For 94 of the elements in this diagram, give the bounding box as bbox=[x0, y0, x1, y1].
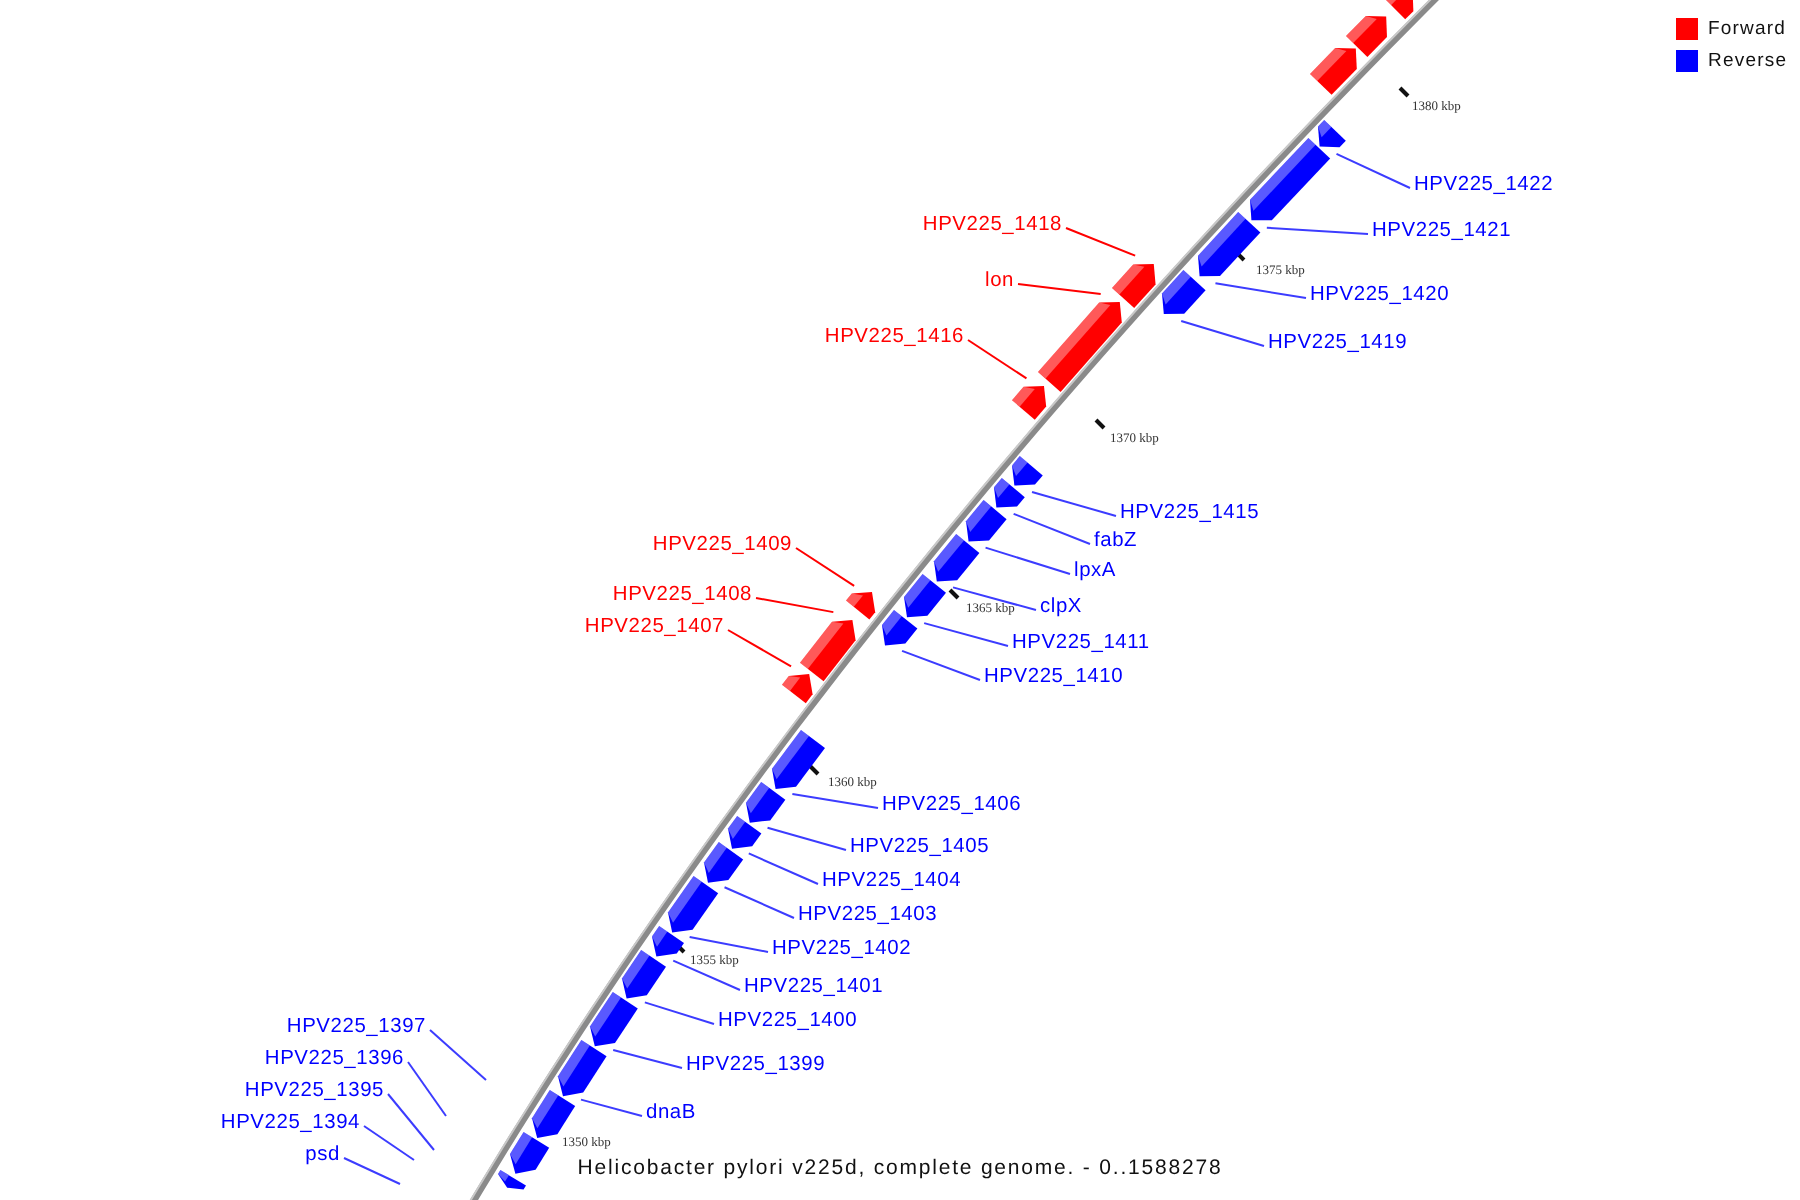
gene-label: HPV225_1404 bbox=[822, 868, 962, 896]
gene-label: fabZ bbox=[1094, 528, 1138, 556]
gene-feature bbox=[799, 619, 856, 681]
gene-label: HPV225_1407 bbox=[584, 614, 724, 642]
gene-label: HPV225_1401 bbox=[744, 974, 884, 1002]
gene-feature bbox=[590, 991, 639, 1046]
gene-label: HPV225_1400 bbox=[718, 1008, 858, 1036]
gene-feature bbox=[1346, 16, 1389, 58]
gene-feature bbox=[846, 592, 876, 621]
gene-feature bbox=[1197, 212, 1260, 277]
leader-line bbox=[766, 826, 847, 851]
gene-feature bbox=[1012, 455, 1044, 486]
gene-feature bbox=[881, 609, 918, 646]
leader-line bbox=[755, 597, 835, 614]
gene-feature bbox=[558, 1039, 608, 1096]
gene-feature bbox=[1384, 0, 1414, 20]
leader-line bbox=[1017, 283, 1102, 296]
leader-line bbox=[387, 1093, 435, 1151]
leader-line bbox=[343, 1157, 401, 1185]
leader-line bbox=[747, 852, 819, 885]
caption: Helicobacter pylori v225d, complete genome. - 0..1588278 bbox=[577, 1156, 1223, 1180]
gene-label: HPV225_1419 bbox=[1268, 330, 1408, 358]
gene-label: psd bbox=[305, 1142, 340, 1170]
gene-feature bbox=[497, 1169, 526, 1189]
leader-line bbox=[407, 1061, 447, 1117]
leader-line bbox=[580, 1098, 643, 1117]
leader-line bbox=[791, 793, 879, 809]
gene-label: HPV225_1396 bbox=[264, 1046, 404, 1074]
gene-label: dnaB bbox=[646, 1100, 696, 1128]
gene-feature bbox=[994, 477, 1025, 508]
gene-feature bbox=[1249, 138, 1330, 221]
leader-line bbox=[952, 586, 1037, 611]
gene-feature bbox=[933, 533, 979, 582]
legend-label: Reverse bbox=[1708, 50, 1788, 72]
leader-line bbox=[1180, 320, 1265, 347]
leader-line bbox=[967, 339, 1028, 380]
leader-line bbox=[1335, 152, 1411, 189]
gene-feature bbox=[703, 841, 743, 883]
leader-line bbox=[1265, 226, 1369, 235]
leader-line bbox=[1031, 490, 1117, 517]
gene-feature bbox=[782, 673, 814, 703]
gene-feature bbox=[622, 949, 667, 998]
gene-label: HPV225_1402 bbox=[772, 936, 912, 964]
gene-label: HPV225_1406 bbox=[882, 792, 1022, 820]
gene-feature bbox=[1318, 120, 1347, 148]
leader-line bbox=[727, 629, 793, 668]
gene-feature bbox=[746, 781, 786, 823]
leader-line bbox=[612, 1049, 683, 1069]
gene-label: HPV225_1411 bbox=[1012, 630, 1150, 658]
gene-feature bbox=[531, 1089, 575, 1138]
gene-feature bbox=[668, 875, 719, 933]
gene-feature bbox=[771, 729, 825, 789]
gene-label: HPV225_1410 bbox=[984, 664, 1124, 692]
gene-label: HPV225_1409 bbox=[652, 532, 792, 560]
leader-line bbox=[688, 935, 769, 953]
gene-feature bbox=[1111, 263, 1155, 308]
gene-label: clpX bbox=[1040, 594, 1083, 622]
leader-line bbox=[1065, 227, 1137, 257]
gene-label: lon bbox=[985, 268, 1014, 296]
gene-feature bbox=[1162, 270, 1207, 315]
gene-label: HPV225_1397 bbox=[286, 1014, 426, 1042]
gene-label: HPV225_1408 bbox=[612, 582, 752, 610]
legend-label: Forward bbox=[1708, 18, 1787, 40]
gene-label: HPV225_1420 bbox=[1310, 282, 1450, 310]
leader-line bbox=[1214, 282, 1307, 299]
gene-label: HPV225_1416 bbox=[824, 324, 964, 352]
leader-line bbox=[795, 547, 856, 587]
gene-label: HPV225_1395 bbox=[244, 1078, 384, 1106]
leader-line bbox=[429, 1029, 487, 1081]
gene-label: HPV225_1421 bbox=[1372, 218, 1512, 246]
gene-feature bbox=[966, 499, 1007, 542]
gene-label: HPV225_1394 bbox=[220, 1110, 360, 1138]
gene-feature bbox=[904, 573, 947, 618]
gene-feature bbox=[727, 815, 761, 849]
leader-line bbox=[901, 649, 981, 681]
gene-feature bbox=[1309, 48, 1357, 96]
leader-line bbox=[984, 546, 1071, 575]
gene-label: HPV225_1403 bbox=[798, 902, 938, 930]
gene-feature bbox=[1012, 386, 1047, 421]
gene-label: HPV225_1399 bbox=[686, 1052, 826, 1080]
gene-label: HPV225_1405 bbox=[850, 834, 990, 862]
gene-feature bbox=[1037, 302, 1121, 392]
leader-line bbox=[363, 1125, 415, 1161]
leader-line bbox=[643, 1001, 715, 1025]
leader-line bbox=[672, 959, 741, 991]
gene-label: HPV225_1422 bbox=[1414, 172, 1554, 200]
gene-label: HPV225_1418 bbox=[922, 212, 1062, 240]
gene-label: lpxA bbox=[1074, 558, 1117, 586]
leader-line bbox=[723, 886, 795, 919]
gene-feature bbox=[651, 925, 684, 956]
leader-line bbox=[1012, 512, 1091, 545]
leader-line bbox=[923, 622, 1009, 647]
gene-label: HPV225_1415 bbox=[1120, 500, 1260, 528]
gene-feature bbox=[509, 1131, 549, 1173]
